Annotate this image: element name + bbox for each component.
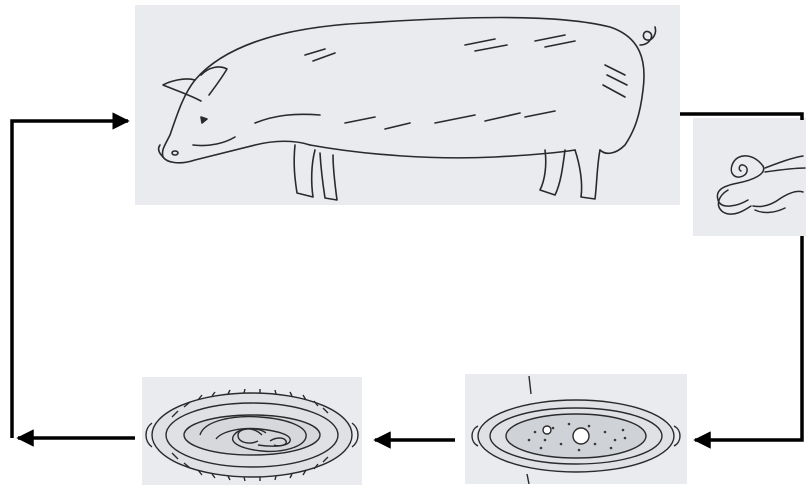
arrow-pig-to-worms	[680, 114, 802, 120]
arrow-worms-to-unembryonated-egg	[695, 236, 802, 440]
arrow-return-to-pig	[12, 121, 128, 438]
